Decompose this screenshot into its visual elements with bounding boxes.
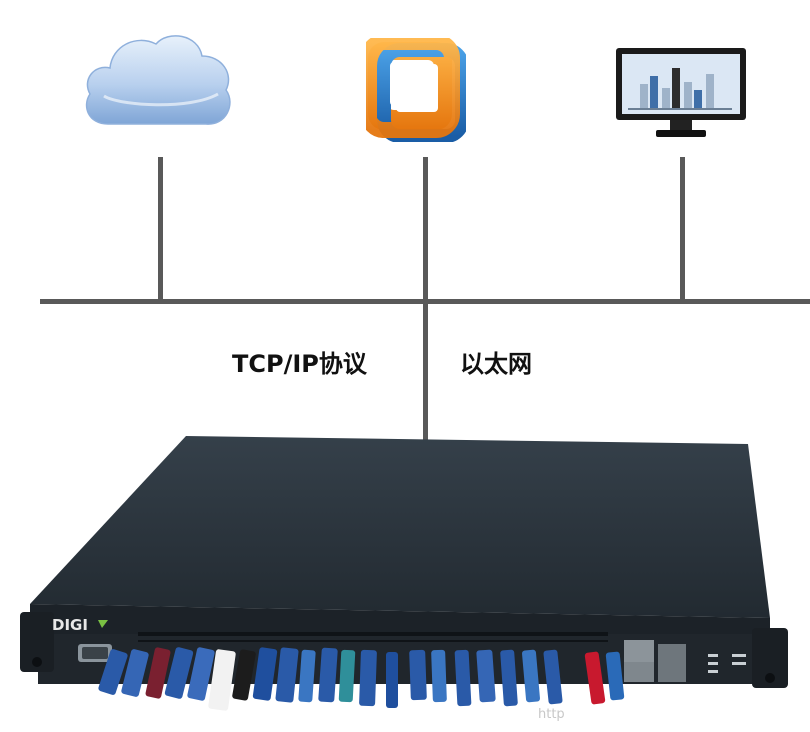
vmware-icon xyxy=(366,38,466,142)
network-label: 以太网 xyxy=(460,350,532,378)
cloud-icon xyxy=(80,28,235,133)
protocol-label: TCP/IP协议 xyxy=(232,350,367,378)
cloud-drop-line xyxy=(158,157,163,302)
monitor-drop-line xyxy=(680,157,685,302)
usb-hub-device: DIGI xyxy=(18,436,790,726)
device-brand-logo: DIGI xyxy=(52,616,88,634)
monitor-chart-icon xyxy=(614,46,749,141)
vmware-drop-line xyxy=(423,157,428,302)
watermark-text: http xyxy=(538,707,565,722)
device-link-line xyxy=(423,302,428,440)
